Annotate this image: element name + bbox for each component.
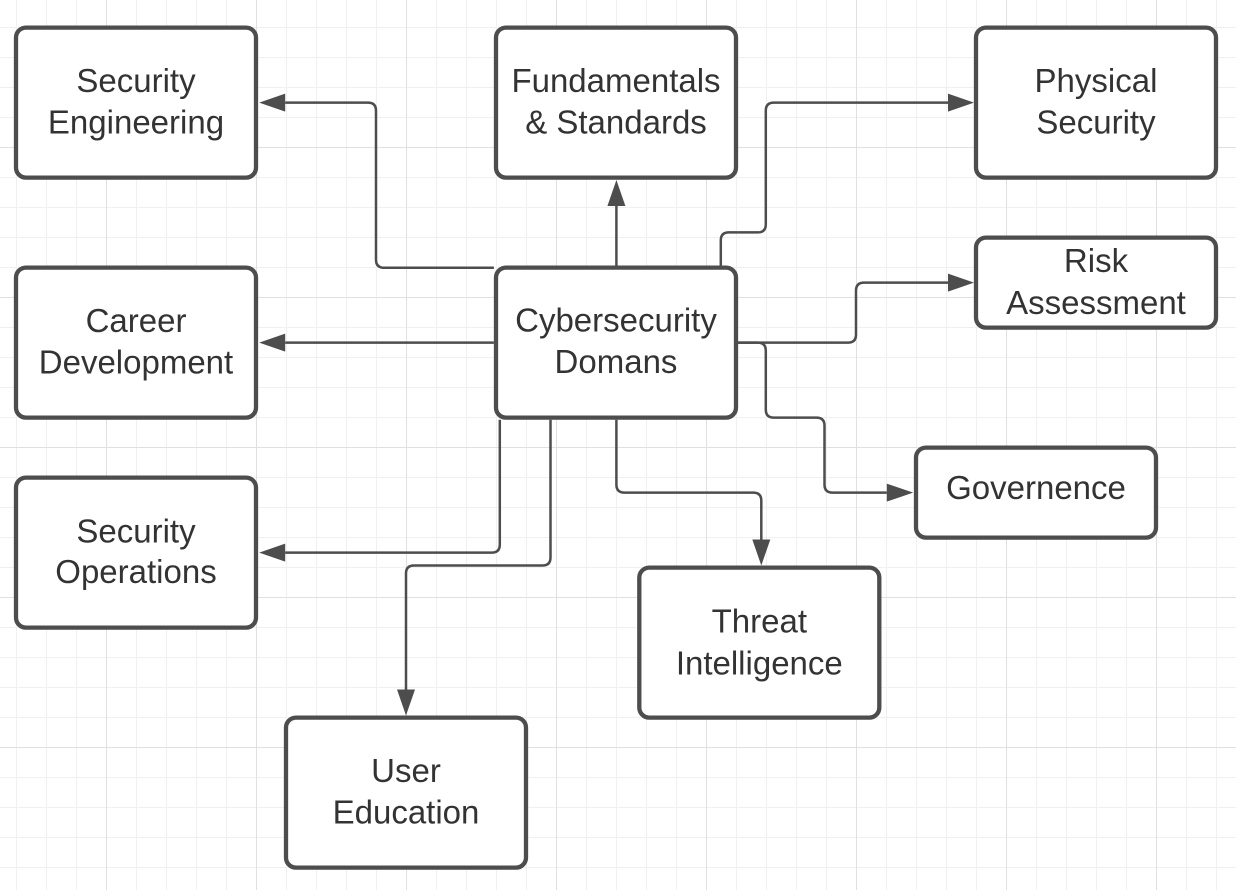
svg-text:Assessment: Assessment: [1006, 284, 1186, 321]
svg-text:& Standards: & Standards: [525, 103, 707, 140]
svg-text:Operations: Operations: [55, 553, 216, 590]
svg-text:Domans: Domans: [555, 343, 678, 380]
svg-text:Fundamentals: Fundamentals: [511, 62, 720, 99]
svg-text:Risk: Risk: [1064, 242, 1129, 279]
svg-text:Intelligence: Intelligence: [676, 644, 843, 681]
svg-text:Security: Security: [1036, 103, 1156, 140]
svg-text:Development: Development: [39, 343, 233, 380]
svg-text:Security: Security: [76, 62, 196, 99]
svg-text:User: User: [371, 752, 441, 789]
svg-text:Security: Security: [76, 513, 196, 550]
svg-text:Governence: Governence: [946, 469, 1126, 506]
svg-text:Physical: Physical: [1035, 62, 1158, 99]
svg-text:Threat: Threat: [712, 603, 807, 640]
svg-text:Education: Education: [333, 794, 480, 831]
svg-text:Cybersecurity: Cybersecurity: [515, 302, 717, 339]
svg-text:Career: Career: [86, 302, 187, 339]
svg-text:Engineering: Engineering: [48, 103, 224, 140]
